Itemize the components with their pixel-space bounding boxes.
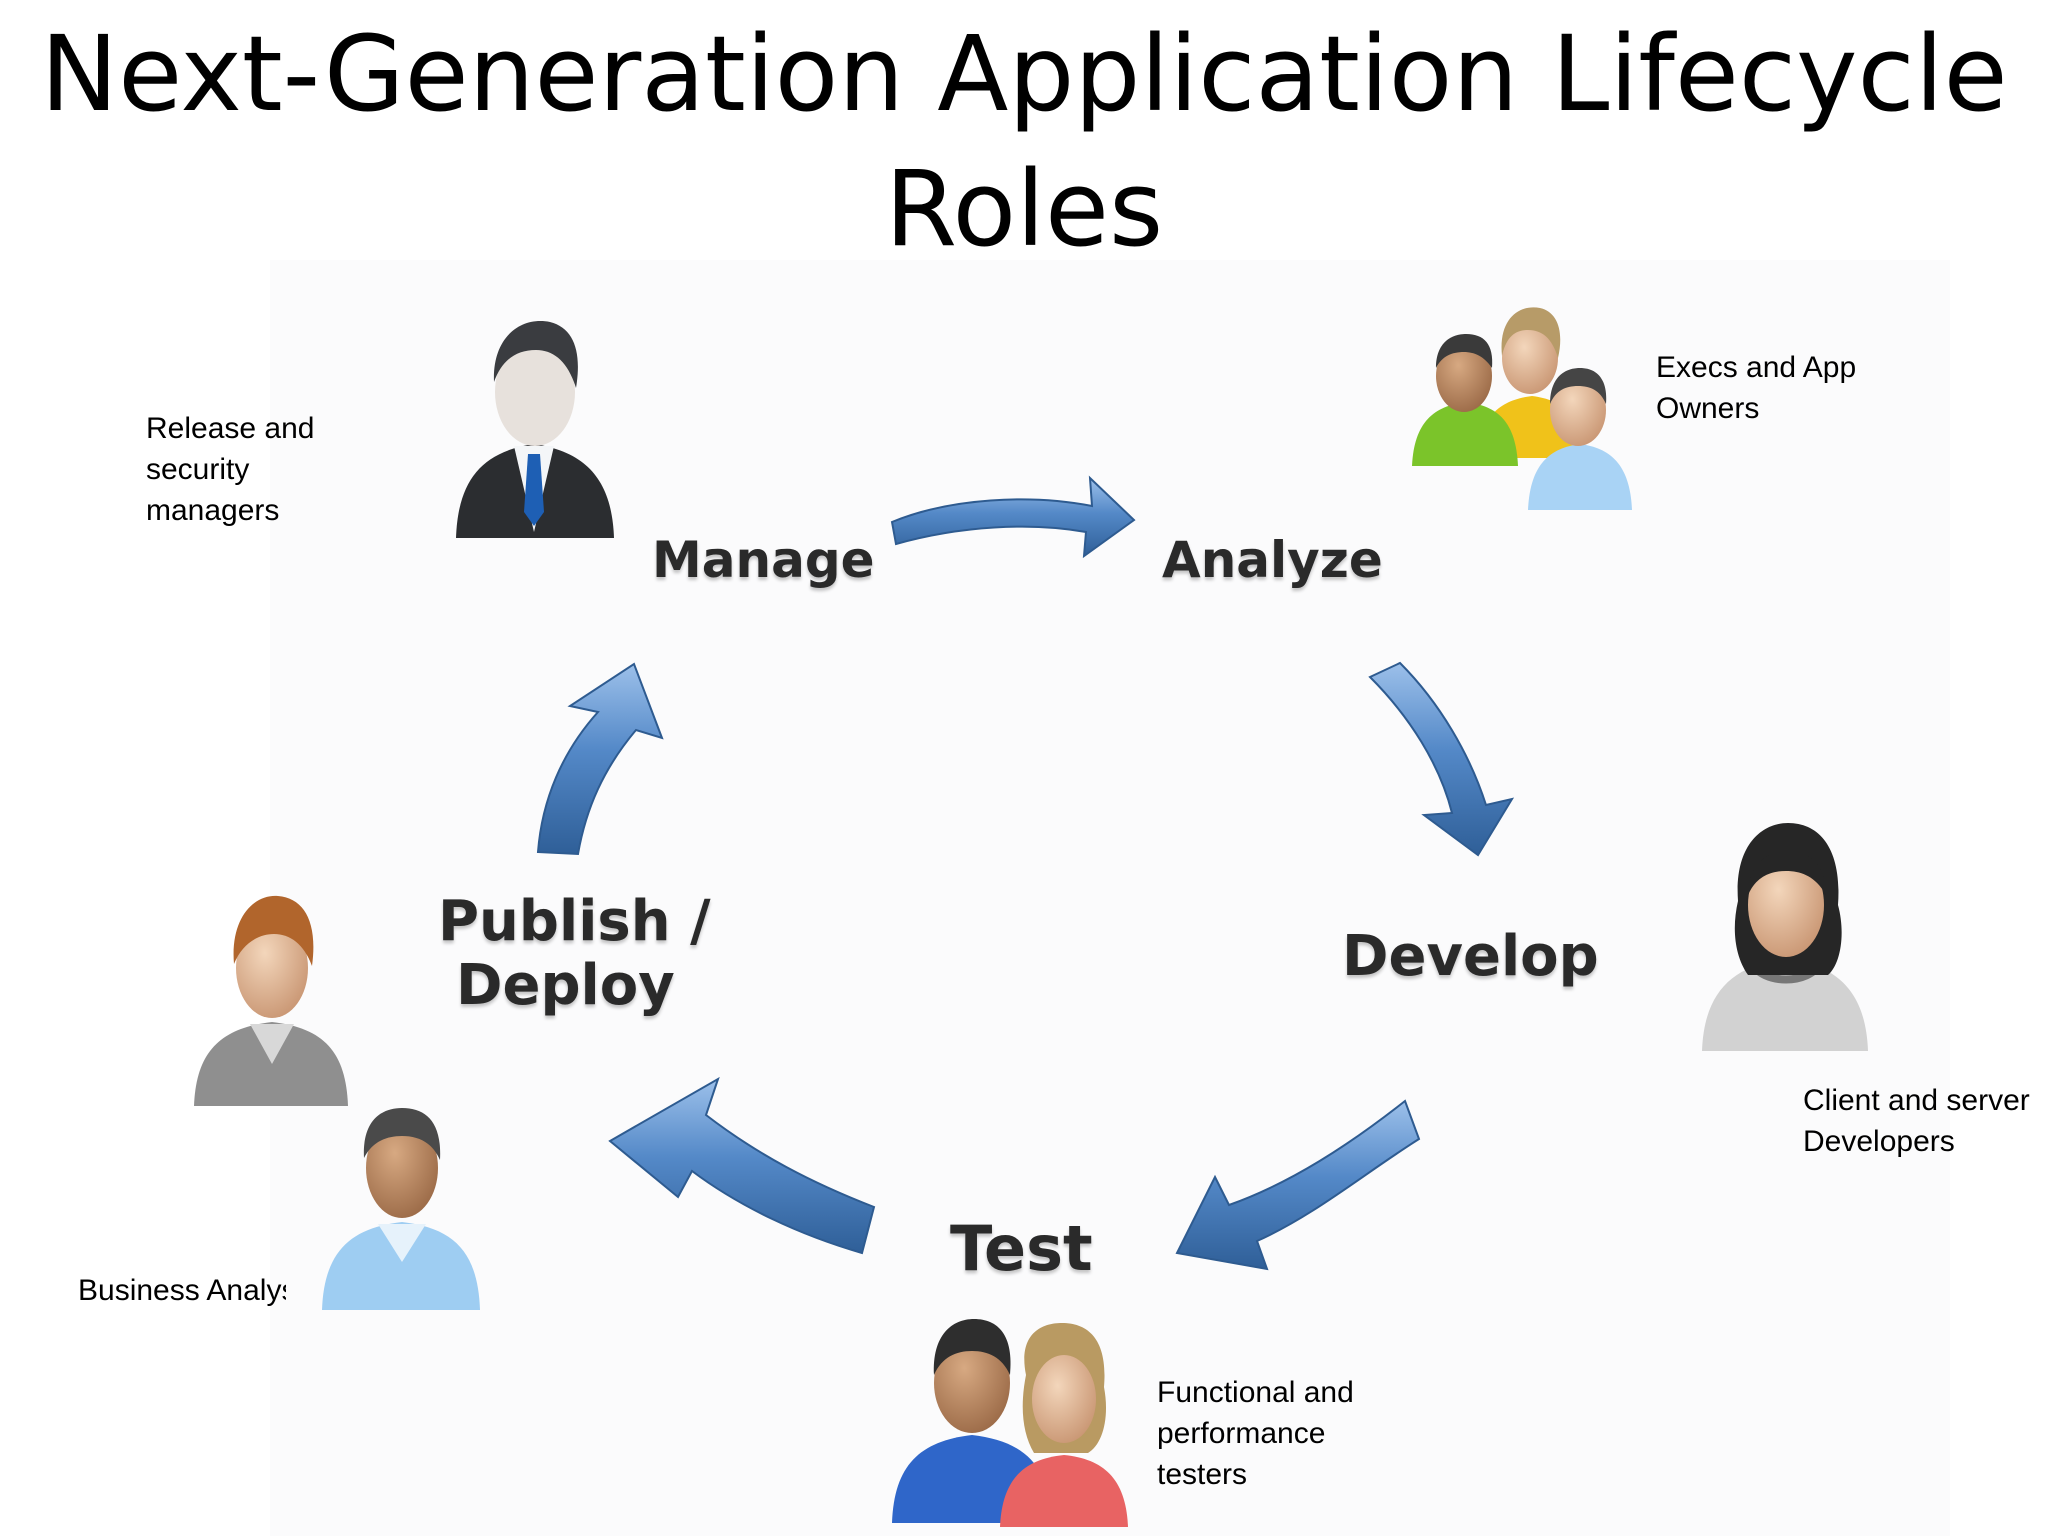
role-release-line-1: Release and — [146, 412, 315, 445]
role-testers-line-3: testers — [1157, 1458, 1248, 1491]
role-testers-line-1: Functional and — [1157, 1376, 1354, 1409]
role-release-line-3: managers — [146, 494, 280, 527]
role-execs-app-owners: Execs and App Owners — [1656, 347, 1856, 429]
stage-publish-deploy: Publish / Deploy — [438, 889, 711, 1019]
stage-test: Test — [950, 1212, 1093, 1285]
role-testers-line-2: performance — [1157, 1417, 1326, 1450]
slide-title-line-1: Next-Generation Application Lifecycle — [40, 13, 2008, 135]
role-execs-line-2: Owners — [1656, 392, 1760, 425]
role-release-security-managers: Release and security managers — [146, 408, 314, 531]
role-developers-line-2: Developers — [1803, 1125, 1955, 1158]
role-functional-performance-testers: Functional and performance testers — [1157, 1372, 1354, 1495]
arrow-analyze-to-develop — [1368, 661, 1515, 857]
arrow-manage-to-analyze — [890, 475, 1136, 559]
arrow-test-to-publish — [608, 1076, 876, 1255]
two-users-icon — [892, 1319, 1128, 1527]
role-business-analysts: Business Analys — [78, 1274, 286, 1307]
role-developers-line-1: Client and server — [1803, 1084, 2030, 1117]
role-execs-line-1: Execs and App — [1656, 351, 1857, 384]
analysts-two-users-icon — [194, 895, 480, 1310]
stage-analyze: Analyze — [1162, 531, 1383, 589]
arrow-publish-to-manage — [536, 662, 664, 856]
stage-publish-line-2: Deploy — [456, 953, 675, 1019]
stage-develop: Develop — [1342, 924, 1599, 989]
stage-manage: Manage — [652, 531, 875, 589]
arrow-develop-to-test — [1175, 1099, 1421, 1271]
businessman-icon — [456, 321, 614, 538]
woman-user-icon — [1702, 823, 1868, 1051]
stage-publish-line-1: Publish / — [438, 889, 711, 954]
group-three-users-icon — [1412, 307, 1632, 510]
slide-title-line-2: Roles — [884, 148, 1164, 270]
role-client-server-developers: Client and server Developers — [1803, 1080, 2030, 1162]
role-release-line-2: security — [146, 453, 250, 486]
